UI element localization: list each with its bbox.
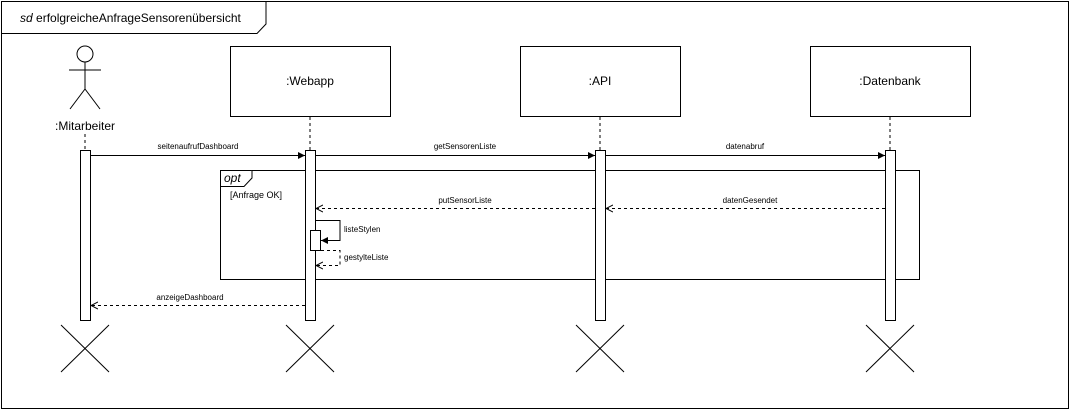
participant-label-mitarbeiter: :Mitarbeiter	[55, 119, 115, 133]
message-label: listeStylen	[344, 225, 380, 234]
fragment-guard: [Anfrage OK]	[230, 190, 282, 200]
messages: seitenaufrufDashboard getSensorenListe d…	[91, 142, 885, 306]
message-label: anzeigeDashboard	[156, 293, 223, 302]
participant-label-datenbank: :Datenbank	[859, 74, 921, 88]
message-anzeigedashboard: anzeigeDashboard	[91, 293, 305, 306]
activations	[80, 150, 896, 321]
destroy-api-icon	[575, 324, 625, 373]
message-gestylteliste: gestylteListe	[316, 250, 389, 266]
participant-datenbank: :Datenbank	[810, 46, 971, 117]
participant-api: :API	[520, 46, 681, 117]
activation-api	[595, 150, 606, 321]
participant-webapp: :Webapp	[230, 46, 391, 117]
message-label: datenabruf	[726, 142, 765, 151]
destroy-webapp-icon	[285, 324, 335, 373]
destruction-markers	[60, 324, 915, 373]
message-label: datenGesendet	[723, 196, 778, 205]
activation-mitarbeiter	[80, 150, 91, 321]
message-listestylen: listeStylen	[316, 220, 380, 244]
activation-datenbank	[885, 150, 896, 321]
message-label: putSensorListe	[438, 196, 492, 205]
message-label: getSensorenListe	[434, 142, 497, 151]
participant-label-webapp: :Webapp	[286, 74, 334, 88]
participant-label-api: :API	[589, 74, 612, 88]
message-datenabruf: datenabruf	[606, 142, 885, 159]
message-datengesendet: datenGesendet	[606, 196, 885, 209]
message-label: seitenaufrufDashboard	[158, 142, 239, 151]
message-getsensorenliste: getSensorenListe	[316, 142, 595, 159]
actor-icon	[69, 45, 101, 110]
frame-title: sd erfolgreicheAnfrageSensorenübersicht	[20, 11, 241, 25]
opt-fragment: opt [Anfrage OK]	[220, 170, 920, 280]
message-seitenaufrufdashboard: seitenaufrufDashboard	[91, 142, 305, 159]
activation-webapp-nested	[310, 230, 321, 251]
destroy-datenbank-icon	[865, 324, 915, 373]
destroy-mitarbeiter-icon	[60, 324, 110, 373]
fragment-operator: opt	[224, 171, 241, 185]
message-putsensorliste: putSensorListe	[316, 196, 595, 209]
participant-mitarbeiter: :Mitarbeiter	[55, 45, 115, 133]
message-label: gestylteListe	[344, 253, 389, 262]
